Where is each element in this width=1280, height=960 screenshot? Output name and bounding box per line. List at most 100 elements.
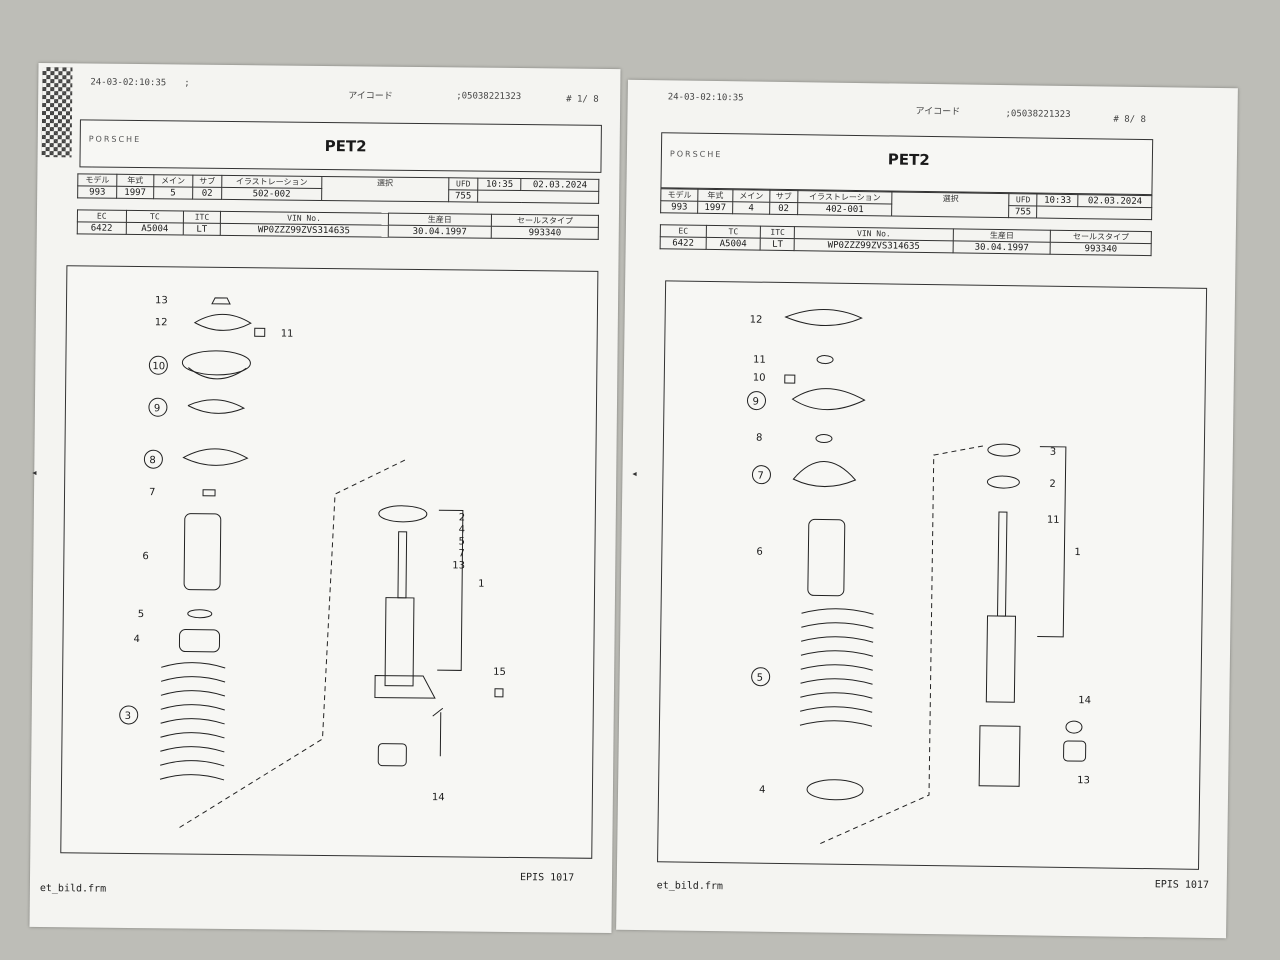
left-part-6-boot: [183, 513, 222, 591]
left-title: PET2: [324, 136, 367, 156]
left-part-12-cap: [193, 313, 252, 331]
left-value-itc: LT: [183, 223, 221, 236]
right-empty-cell: [1036, 206, 1152, 220]
left-shock-eye: [377, 743, 407, 767]
right-value-ufd: 755: [1008, 205, 1038, 219]
left-guide-line: [179, 459, 406, 828]
left-value-tc: A5004: [125, 222, 184, 236]
right-label-illustration: イラストレーション: [797, 190, 893, 204]
left-callout-10: 10: [152, 361, 165, 372]
left-part-13-nut: [211, 297, 231, 305]
right-value-itc: LT: [760, 238, 795, 251]
right-value-production-date: 30.04.1997: [952, 240, 1051, 255]
left-label-sub: サブ: [192, 175, 222, 188]
right-diagram-box: 12 11 10 9 8 7 6 5 4 3 2 11 1 14 13: [657, 280, 1208, 870]
left-callout-14: 14: [432, 792, 445, 803]
left-footer-file: et_bild.frm: [39, 883, 107, 895]
left-label-tc: TC: [125, 210, 184, 224]
left-edge-arrow-icon: ◀: [32, 468, 37, 477]
right-piston-rod: [997, 511, 1008, 617]
right-page: 24-03-02:10:35 アイコード ;05038221323 # 8/ 8…: [616, 79, 1238, 939]
left-page-number: # 1/ 8: [566, 94, 599, 105]
left-date: 02.03.2024: [521, 178, 599, 192]
left-value-ufd: 755: [448, 189, 478, 203]
left-value-vin: WP0ZZZ99ZVS314635: [219, 223, 388, 238]
right-footer-version: EPIS 1017: [1154, 879, 1210, 891]
left-callout-4b: 4: [459, 524, 465, 535]
left-value-year: 1997: [116, 186, 154, 199]
left-value-model: 993: [77, 185, 118, 199]
right-value-year: 1997: [697, 201, 733, 214]
left-part-7-bump: [202, 489, 216, 497]
left-value-sub: 02: [192, 187, 222, 200]
left-callout-7b: 7: [458, 548, 464, 559]
left-part-11-nut: [254, 327, 266, 337]
left-empty-cell: [477, 190, 599, 204]
right-guide-line: [820, 445, 984, 844]
right-part-7-seat: [792, 461, 857, 488]
right-callout-5: 5: [757, 673, 764, 684]
right-part-5-spring: [799, 608, 874, 727]
left-callout-1: 1: [478, 579, 484, 590]
right-value-main: 4: [732, 201, 770, 215]
left-callout-15: 15: [493, 667, 506, 678]
left-part-2-top-cap: [378, 505, 428, 523]
right-label-tc: TC: [706, 225, 761, 239]
left-info-table-1: モデル 年式 メイン サブ イラストレーション 選択 UFD 10:35 02.…: [77, 173, 599, 204]
left-callout-11: 11: [281, 329, 294, 340]
right-callout-6: 6: [756, 547, 763, 558]
left-callout-5b: 5: [458, 536, 464, 547]
right-part-9-mount: [791, 388, 866, 411]
left-mode: アイコード: [348, 91, 393, 102]
left-callout-2: 2: [459, 512, 465, 523]
right-callout-7: 7: [757, 471, 764, 482]
left-shock-bracket: [374, 675, 436, 699]
right-time: 10:33: [1037, 194, 1079, 207]
right-date: 02.03.2024: [1078, 194, 1152, 208]
left-part-9-ring: [187, 399, 246, 414]
left-part-10-mount: [181, 350, 251, 376]
right-callout-13: 13: [1077, 775, 1090, 786]
right-callout-9: 9: [752, 397, 759, 408]
right-info-table-2: EC TC ITC VIN No. 生産日 セールスタイプ 6422 A5004…: [660, 224, 1152, 256]
left-strut-diagram: 13 12 11 10 9 8 7 6 5 4 3 2 4 5 7 13 1 1…: [119, 295, 506, 828]
left-bracket-1: [437, 509, 464, 671]
left-callout-13b: 13: [452, 560, 465, 571]
right-part-8-washer: [815, 434, 833, 444]
right-shock-knuckle: [978, 725, 1021, 787]
right-label-main: メイン: [732, 189, 770, 203]
right-callout-11b: 11: [1047, 515, 1060, 526]
right-value-sales-type: 993340: [1050, 242, 1152, 256]
left-label-sales-type: セールスタイプ: [491, 214, 599, 228]
right-callout-12: 12: [750, 315, 763, 326]
left-label-ufd: UFD: [448, 177, 479, 191]
left-diagram-box: 13 12 11 10 9 8 7 6 5 4 3 2 4 5 7 13 1 1…: [60, 265, 599, 859]
left-time: 10:35: [477, 178, 522, 191]
right-brand-logo: PORSCHE: [669, 149, 723, 160]
right-value-sub: 02: [769, 202, 798, 215]
right-mode: アイコード: [915, 106, 961, 118]
left-callout-13: 13: [155, 295, 168, 306]
left-callout-8: 8: [149, 455, 155, 466]
left-label-production-date: 生産日: [387, 213, 492, 227]
left-page: 24-03-02:10:35 ; アイコード ;05038221323 # 1/…: [29, 62, 621, 934]
left-part-15-nut: [494, 688, 504, 698]
left-value-production-date: 30.04.1997: [387, 225, 492, 239]
right-part-14-nut: [1065, 720, 1083, 734]
right-part-13-bushing: [1063, 740, 1087, 762]
left-shock-body: [384, 597, 415, 687]
left-separator: ;: [184, 78, 190, 89]
left-label-year: 年式: [117, 174, 154, 187]
left-part-4-bumper: [178, 629, 221, 653]
checker-marker: [41, 67, 73, 158]
left-label-main: メイン: [153, 174, 193, 188]
right-value-model: 993: [660, 200, 699, 214]
left-value-main: 5: [153, 186, 193, 200]
right-label-model: モデル: [660, 188, 699, 202]
left-callout-5: 5: [138, 609, 144, 620]
left-label-ec: EC: [77, 209, 127, 223]
left-label-model: モデル: [77, 173, 118, 187]
right-label-ec: EC: [660, 224, 707, 238]
right-page-number: # 8/ 8: [1113, 114, 1147, 126]
right-strut-diagram: 12 11 10 9 8 7 6 5 4 3 2 11 1 14 13: [746, 309, 1091, 844]
